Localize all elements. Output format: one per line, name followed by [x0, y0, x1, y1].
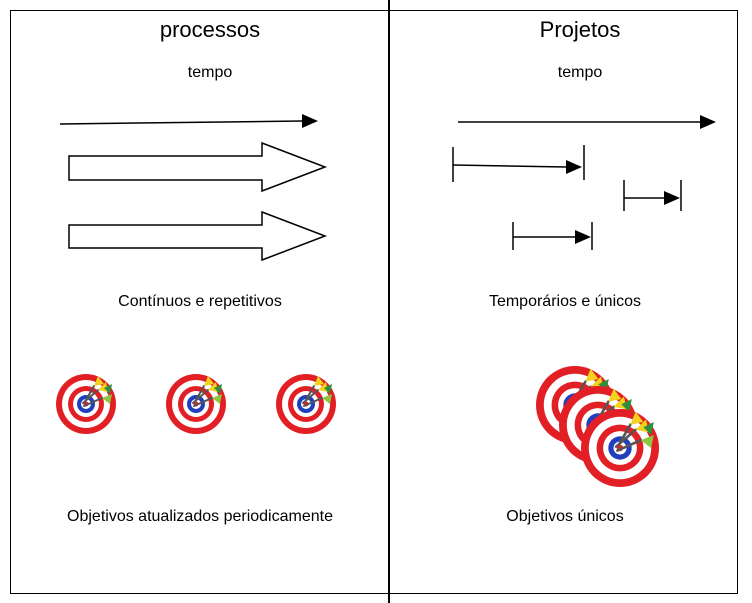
- interval-arrow-icon: [512, 222, 593, 250]
- stacked-targets-icon: [534, 364, 661, 489]
- arrow-icon: [59, 114, 318, 128]
- left-title: processos: [159, 17, 261, 42]
- target-icon: [579, 407, 661, 489]
- right-title: Projetos: [539, 17, 621, 42]
- right-time-label: tempo: [557, 64, 603, 81]
- diagram-frame: [10, 10, 738, 594]
- target-icon: [55, 373, 117, 435]
- right-caption-temporary: Temporários e únicos: [488, 293, 642, 310]
- left-caption-continuous: Contínuos e repetitivos: [118, 293, 282, 310]
- arrow-icon: [458, 115, 716, 129]
- target-icon: [275, 373, 337, 435]
- block-arrow-icon: [68, 141, 328, 193]
- interval-arrow-icon: [623, 180, 682, 211]
- left-caption-objectives: Objetivos atualizados periodicamente: [67, 508, 333, 525]
- target-icon: [165, 373, 227, 435]
- interval-arrow-icon: [452, 145, 585, 182]
- center-divider: [388, 0, 390, 603]
- block-arrow-icon: [68, 210, 328, 262]
- left-time-label: tempo: [187, 64, 233, 81]
- right-caption-objectives: Objetivos únicos: [506, 508, 624, 525]
